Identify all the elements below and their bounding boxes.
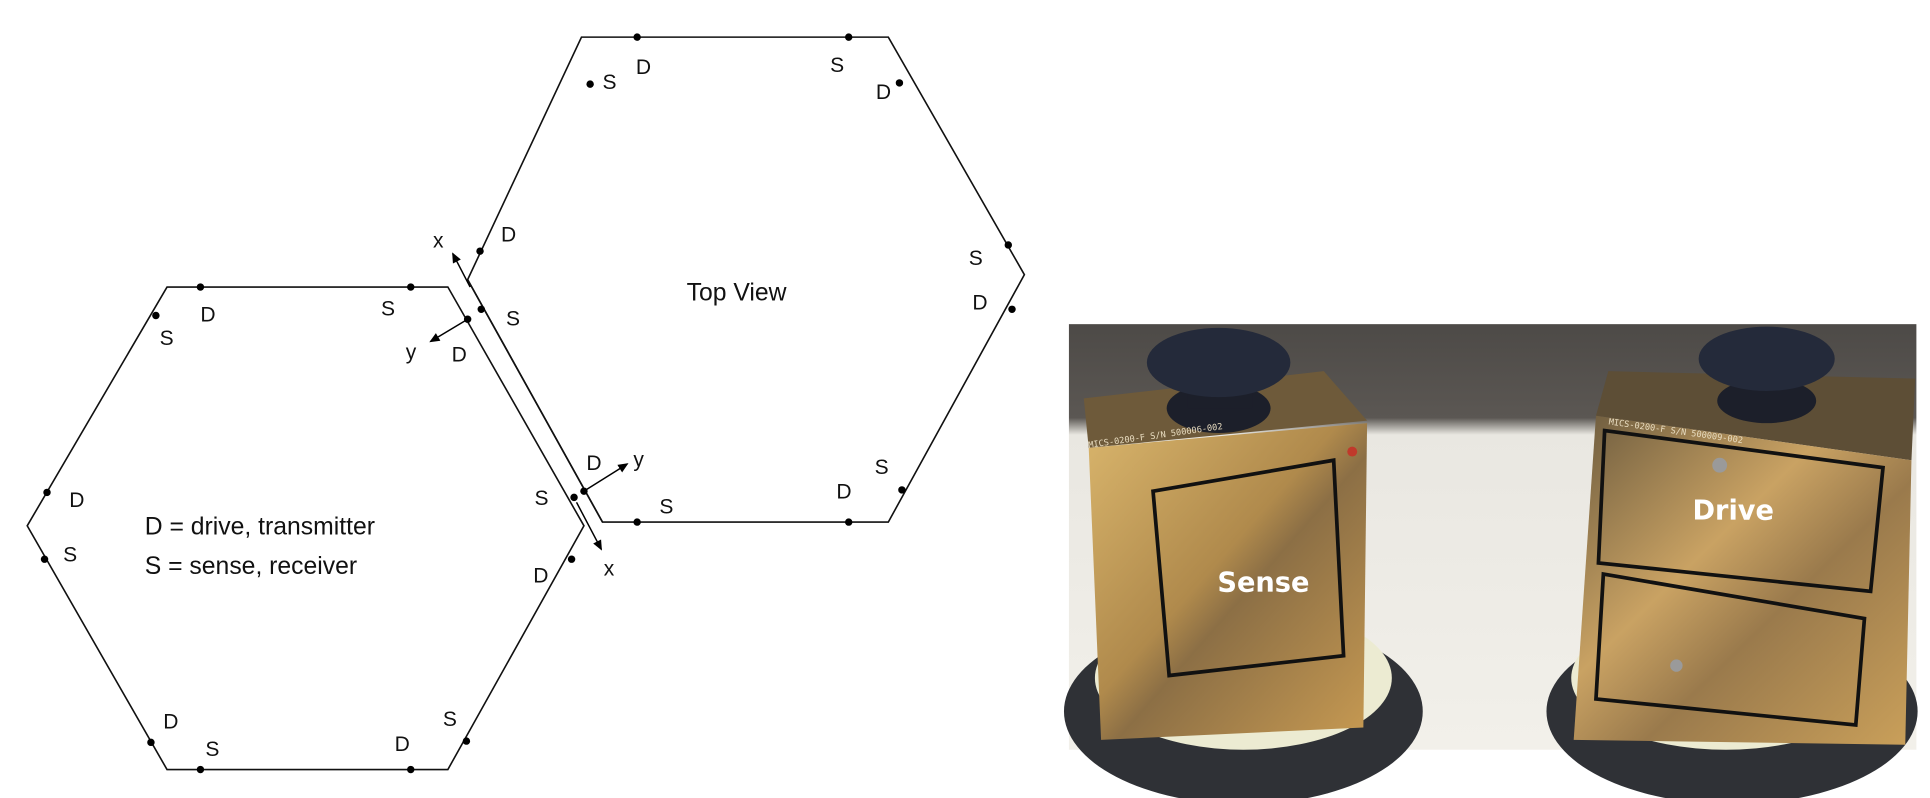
electrode-label: S [506,307,520,330]
sense-label: Sense [1217,567,1309,598]
drive-electrode-block: MICS-0200-F S/N 500009-002 Drive [1573,326,1916,745]
electrode-label: S [160,327,174,350]
axis-x-label: x [604,557,615,580]
electrode-label: D [69,489,84,512]
axis-y-label: y [406,341,417,364]
drive-label: Drive [1692,496,1774,527]
axis-x-label: x [433,229,444,252]
electrode-label: D [972,291,987,314]
left-hex-labels: D S S D S D S D S [63,297,457,760]
axis-y-label: y [633,448,644,471]
coordinate-axes: x y y x [406,229,645,580]
electrode-label: S [603,71,617,94]
electrode-label: D [200,304,215,327]
electrode-label: D [452,343,467,366]
left-hexagon [26,286,585,771]
electrode-label: D [836,481,851,504]
electrode-label: S [63,544,77,567]
electrode-label: S [381,297,395,320]
top-view-title: Top View [687,280,787,307]
electrode-label: D [586,452,601,475]
electrode-label: S [205,738,219,761]
electrode-label: S [969,247,983,270]
right-hex-labels: S D S D D S D S D S S D D S S D [452,54,988,588]
electrode-label: S [659,495,673,518]
right-hex-shared-edge [466,279,604,523]
electrode-label: D [395,733,410,756]
left-hex-electrodes [40,283,471,774]
legend-sense: S = sense, receiver [145,553,357,580]
electrode-label: D [876,81,891,104]
legend-drive: D = drive, transmitter [145,513,375,540]
electrode-label: D [501,223,516,246]
electrode-label: S [875,456,889,479]
right-hex-electrodes [463,33,1016,563]
hexagon-diagram: S D S D D S D S D S S D D S S D x y y x [26,33,1026,774]
electrode-label: S [534,487,548,510]
electrode-label: S [443,708,457,731]
electrode-label: S [830,54,844,77]
knob [1146,327,1291,398]
sensor-photo: MICS-0200-F S/N 500006-002 Sense MICS-02… [1064,324,1918,798]
electrode-label: D [533,565,548,588]
electrode-label: D [163,711,178,734]
sense-electrode-block: MICS-0200-F S/N 500006-002 Sense [1083,327,1368,740]
electrode-label: D [636,56,651,79]
knob [1698,326,1835,391]
